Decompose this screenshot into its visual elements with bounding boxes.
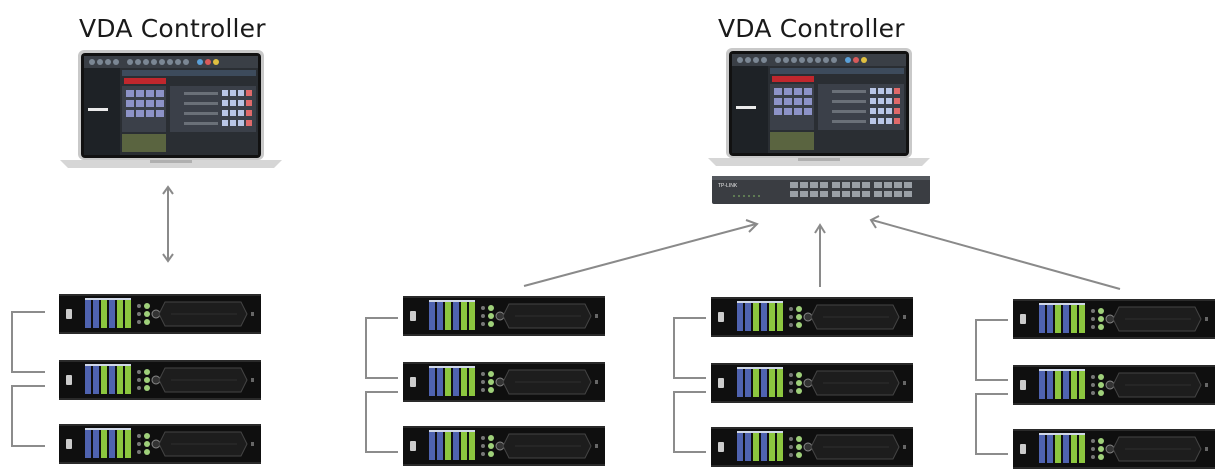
amplifier-icon <box>1013 365 1215 405</box>
arrow-icon-center <box>814 223 826 287</box>
amplifier-icon <box>403 426 605 466</box>
left-laptop-icon <box>60 50 282 170</box>
switch-brand-label: TP-LINK <box>718 183 738 189</box>
double-arrow-icon <box>162 185 174 263</box>
amplifier-icon <box>59 294 261 334</box>
amplifier-icon <box>1013 429 1215 469</box>
amplifier-icon <box>711 427 913 467</box>
amplifier-icon <box>59 424 261 464</box>
amplifier-icon <box>403 296 605 336</box>
arrow-icon-left <box>523 219 759 287</box>
arrow-icon-right <box>869 215 1121 290</box>
amplifier-icon <box>711 363 913 403</box>
right-controller-title: VDA Controller <box>718 14 905 43</box>
left-controller-title: VDA Controller <box>79 14 266 43</box>
amplifier-icon <box>403 362 605 402</box>
amplifier-icon <box>59 360 261 400</box>
amplifier-icon <box>711 297 913 337</box>
right-laptop-icon <box>708 48 930 168</box>
amplifier-icon <box>1013 299 1215 339</box>
network-switch-icon: TP-LINK <box>712 176 930 204</box>
